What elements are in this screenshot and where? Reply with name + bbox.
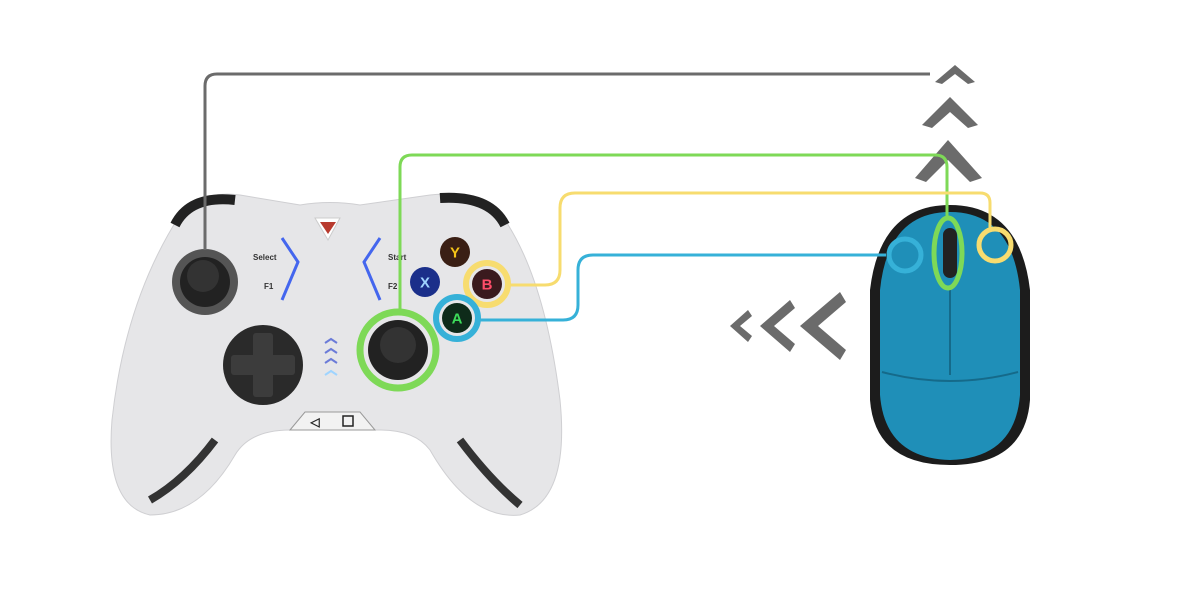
back-button[interactable]: ◁ (309, 415, 320, 429)
scroll-wheel[interactable] (943, 228, 957, 278)
svg-text:A: A (452, 311, 463, 328)
dpad[interactable] (223, 325, 303, 405)
home-button[interactable] (342, 415, 354, 427)
button-y[interactable]: Y (440, 237, 470, 267)
gamepad: Select F1 Start F2 ◁ Y X B A (110, 192, 563, 516)
right-stick-mapping (356, 153, 965, 392)
svg-text:X: X (420, 275, 430, 292)
move-left-arrows-icon (730, 292, 846, 360)
left-stick[interactable] (172, 249, 238, 315)
button-b[interactable]: B (472, 269, 502, 299)
select-label: Select (253, 253, 277, 262)
left-stick-mapping-line (203, 72, 930, 250)
start-label: Start (388, 253, 407, 262)
b-button-mapping (463, 191, 1014, 308)
svg-text:Y: Y (450, 245, 460, 262)
a-button-mapping (433, 236, 924, 342)
svg-text:B: B (482, 277, 493, 294)
right-stick[interactable] (368, 320, 428, 380)
button-x[interactable]: X (410, 267, 440, 297)
f2-label: F2 (388, 282, 398, 291)
f1-label: F1 (264, 282, 274, 291)
button-a[interactable]: A (442, 303, 472, 333)
indicator-chevrons-icon (324, 337, 338, 376)
scroll-up-arrows-icon (915, 65, 982, 182)
